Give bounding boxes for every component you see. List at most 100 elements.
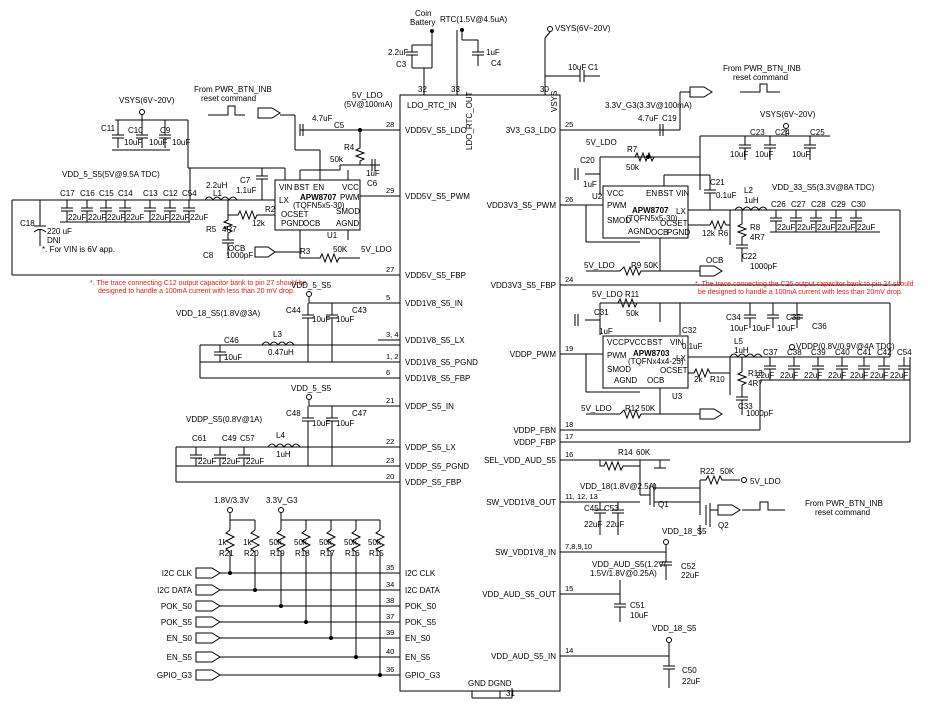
pin-num: 31	[506, 689, 515, 698]
c5-ref: C5	[334, 121, 345, 130]
c46-val: 10uF	[224, 353, 242, 362]
c47-ref: C47	[352, 409, 367, 418]
rtc-label: RTC(1.5V@4.5uA)	[440, 15, 507, 24]
pin-name: LDO_RTC_OUT	[465, 91, 474, 150]
pin-num: 33	[451, 85, 460, 94]
r8-ref: R8	[750, 223, 761, 232]
ldo-label: 5V_LDO	[352, 91, 383, 100]
ldo-u3: 5V_LDO	[592, 290, 623, 299]
cap-val: 22uF	[88, 213, 106, 222]
pin-name: EN_S5	[405, 653, 431, 662]
c52-ref: C52	[681, 562, 696, 571]
r22-val: 50K	[720, 467, 735, 476]
r6-val: 12k	[702, 229, 716, 238]
c23-ref: C23	[750, 128, 765, 137]
c43-ref: C43	[352, 306, 367, 315]
c25-val: 10uF	[792, 150, 810, 159]
pin-name: VDD1V8_S5_FBP	[405, 374, 470, 383]
net-flag	[195, 584, 221, 596]
c1-ref: C1	[588, 63, 599, 72]
pin-num: 32	[418, 85, 427, 94]
pin-num: 39	[386, 628, 394, 637]
pullup-section: 1.8V/3.3V 3.3V_G3 1kR211kR2050kR1950kR18…	[157, 496, 386, 681]
cap-ref: C14	[118, 189, 133, 198]
pin-name: VDDP_S5_IN	[405, 402, 454, 411]
r2-val: 12k	[252, 219, 266, 228]
pin-name: GPIO_G3	[405, 671, 441, 680]
cap-val: 22uF	[837, 223, 855, 232]
pin-name: VDDP_S5_FBP	[405, 478, 461, 487]
c1-value: 10uF	[568, 63, 586, 72]
u3-bst: BST	[647, 338, 663, 347]
u2-ocset: OCSET	[660, 219, 688, 228]
u3-vin: VIN	[670, 338, 684, 347]
u3-ocset: OCSET	[660, 366, 688, 375]
r14-ref: R14	[618, 448, 633, 457]
v33g3-label: 3.3V_G3	[266, 496, 298, 505]
c32-ref: C32	[682, 326, 697, 335]
cap-ref: C54	[182, 189, 197, 198]
c53-val: 22uF	[606, 520, 624, 529]
pin-num: 27	[386, 265, 394, 274]
pin-num: 21	[386, 396, 394, 405]
u1-smod: SMOD	[336, 207, 360, 216]
cap-val: 22uF	[107, 213, 125, 222]
net-label: I2C CLK	[162, 569, 193, 578]
pwr-btn-left: From PWR_BTN_INB reset command	[194, 85, 281, 119]
c35-ref: C35	[786, 313, 801, 322]
r11-ref: R11	[625, 290, 640, 299]
r9-val: 50K	[644, 261, 659, 270]
pin-num: 16	[565, 450, 573, 459]
c31-val: 1uF	[599, 327, 613, 336]
c49-ref: C49	[222, 434, 237, 443]
cap-val: 22uF	[857, 223, 875, 232]
u1-vin: VIN	[279, 183, 293, 192]
c20-val: 1uF	[583, 180, 597, 189]
pin-num: 25	[565, 120, 573, 129]
r5-val: 4R7	[222, 225, 237, 234]
ocb-r9: OCB	[706, 256, 723, 265]
pin-name: VDD5V_S5_LDO	[405, 126, 467, 135]
pmic-chip: 32 33 30 LDO_RTC_IN LDO_RTC_OUT VSYS GND…	[399, 30, 561, 699]
ldo-r3: 5V_LDO	[361, 245, 392, 254]
r22-ref: R22	[700, 467, 715, 476]
c52-val: 22uF	[681, 571, 699, 580]
u3-pvcc: PVCC	[624, 338, 646, 347]
c23-val: 10uF	[730, 150, 748, 159]
r7-ref: R7	[627, 145, 638, 154]
cap-val: 22uF	[797, 223, 815, 232]
vdd5-label: VDD_5_S5(5V@9.5A TDC)	[62, 170, 160, 179]
u2-pwm: PWM	[607, 201, 627, 210]
c20-ref: C20	[580, 156, 595, 165]
c35b-val: 10uF	[777, 324, 795, 333]
ocb-label: OCB	[228, 244, 245, 253]
cap-ref: C12	[163, 189, 178, 198]
pin-name: SW_VDD1V8_OUT	[486, 498, 556, 507]
pin-name: VDD_AUD_S5_OUT	[482, 590, 556, 599]
cap-ref: C30	[851, 200, 866, 209]
pin-num: 1, 2	[386, 352, 399, 361]
res-ref: R15	[369, 549, 384, 558]
cap-ref: C27	[791, 200, 806, 209]
c6-ref: C6	[367, 179, 378, 188]
c32-val: 0.1uF	[682, 342, 703, 351]
resistor	[325, 529, 337, 553]
cap-ref: C16	[80, 189, 95, 198]
l2-ref: L2	[744, 186, 753, 195]
cap-val: 22uF	[756, 371, 774, 380]
cap-val: 22uF	[850, 371, 868, 380]
vddp-section: VDD_5_S5 VDDP_S5(0.8V@1A) C48 10uF C47 1…	[175, 384, 400, 483]
vp-label: VDDP_S5(0.8V@1A)	[186, 415, 262, 424]
u2-pgnd: PGND	[667, 228, 690, 237]
resistor	[350, 529, 362, 553]
u1-en: EN	[313, 183, 324, 192]
c34-ref: C34	[726, 313, 741, 322]
net-flag	[195, 651, 221, 663]
u3-chip	[602, 335, 689, 389]
u2-pkg: (TQFN5x5-30)	[626, 214, 678, 223]
r12-ref: R12	[625, 404, 640, 413]
u1-bst: BST	[294, 183, 310, 192]
r12-val: 50K	[641, 404, 656, 413]
vdd18s5b-label: VDD_18_S5	[652, 624, 697, 633]
